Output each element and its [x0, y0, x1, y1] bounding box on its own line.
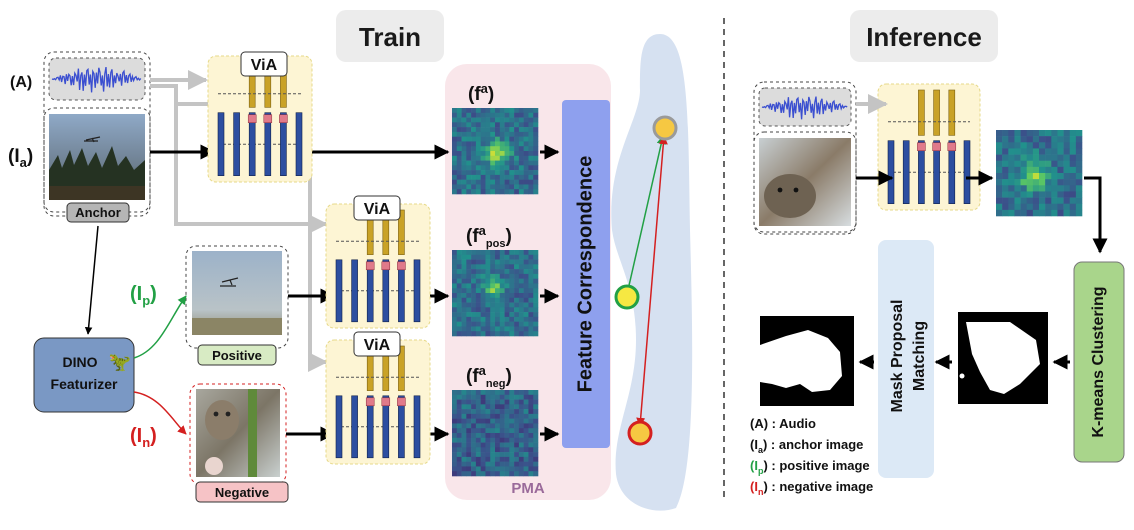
- legend: (A) : Audio (Ia) : anchor image (Ip) : pos…: [750, 416, 873, 497]
- inference-map-to-kmeans-arrow: [1084, 176, 1108, 254]
- inference-audio-waveform: [761, 96, 848, 120]
- positive-label-box: [197, 344, 277, 366]
- kmeans-label: K-means Clustering: [1090, 286, 1107, 437]
- inference-feature-map: [996, 130, 1083, 217]
- via-label-positive: ViA: [364, 201, 391, 218]
- feature-map-positive: [452, 250, 539, 337]
- via-modules: [207, 55, 981, 465]
- inference-image: [759, 138, 851, 226]
- negative-label-box: [195, 481, 289, 503]
- embedding-space: [611, 34, 693, 511]
- audio-waveform: [51, 66, 142, 93]
- via-module: [877, 83, 981, 211]
- audio-symbol: (A): [10, 74, 32, 91]
- feature-map-anchor: [452, 108, 539, 195]
- negative-repel-arrow: [636, 135, 668, 427]
- mask-proposal-image: [958, 312, 1048, 404]
- fa-label: (fa): [468, 81, 494, 105]
- audio-to-via-pos-line: [150, 84, 328, 234]
- via-module: [325, 203, 431, 329]
- dino-featurizer-box: [33, 337, 135, 413]
- pma-label: PMA: [511, 480, 545, 497]
- kmeans-box: [1073, 261, 1125, 463]
- via-box-negative: [353, 331, 401, 357]
- output-mask-image: [760, 316, 854, 406]
- via-box-positive: [353, 195, 401, 221]
- feature-map-negative: [452, 390, 539, 477]
- anchor-input-group: [43, 51, 151, 217]
- fpos-label: (fapos): [466, 223, 512, 250]
- legend-entry: (Ip) : positive image: [750, 458, 870, 476]
- via-module: [207, 55, 313, 183]
- anchor-symbol: (Ia): [8, 146, 33, 170]
- via-box-anchor: [240, 51, 288, 77]
- via-module: [325, 339, 431, 465]
- negative-image-frame: [189, 383, 287, 485]
- anchor-label: Anchor: [75, 205, 121, 220]
- inference-image-frame: [753, 131, 857, 233]
- negative-label: Negative: [215, 485, 269, 500]
- legend-entry: (A) : Audio: [750, 416, 816, 431]
- inference-title-box: [850, 10, 998, 62]
- dino-to-positive-arrow: [133, 295, 187, 359]
- negative-image: [196, 389, 280, 477]
- anchor-embedding-point: [652, 115, 678, 141]
- via-label-anchor: ViA: [251, 57, 278, 74]
- positive-symbol: (Ip): [130, 283, 157, 308]
- mask-matching-box: [878, 240, 934, 478]
- train-title: Train: [359, 22, 421, 52]
- anchor-label-box: [66, 202, 130, 223]
- dino-icon: 🦖: [109, 352, 131, 372]
- fneg-label: (faneg): [466, 363, 512, 390]
- anchor-to-dino-arrow: [84, 225, 99, 335]
- legend-entry: (Ia) : anchor image: [750, 437, 863, 455]
- feature-correspondence-bar: [562, 100, 610, 448]
- dino-to-negative-arrow: [133, 391, 187, 435]
- via-label-negative: ViA: [364, 337, 391, 354]
- positive-image: [192, 251, 282, 335]
- anchor-image-frame: [43, 107, 151, 213]
- inference-title: Inference: [866, 22, 982, 52]
- positive-embedding-point: [614, 284, 640, 310]
- feature-correspondence-label: Feature Correspondence: [574, 156, 596, 393]
- anchor-image: [49, 114, 145, 200]
- positive-label: Positive: [212, 348, 262, 363]
- legend-entry: (In) : negative image: [750, 479, 873, 497]
- negative-symbol: (In): [130, 425, 157, 450]
- train-title-box: [336, 10, 444, 62]
- negative-embedding-point: [627, 420, 653, 446]
